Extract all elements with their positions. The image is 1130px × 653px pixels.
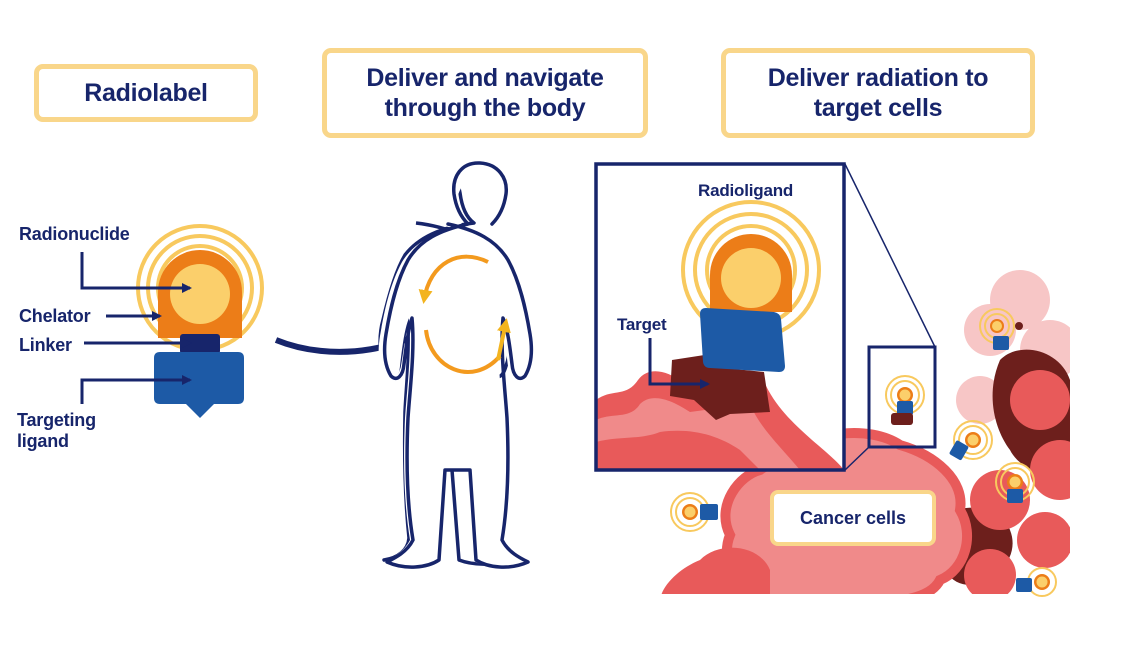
label-target: Target <box>617 315 667 334</box>
header-radiolabel: Radiolabel <box>34 64 258 122</box>
label-radioligand: Radioligand <box>698 181 794 200</box>
header-deliver-navigate-text: Deliver and navigate through the body <box>366 64 604 122</box>
body-outline <box>378 162 530 568</box>
label-pointers <box>80 252 192 404</box>
inset-radionuclide <box>721 248 781 308</box>
label-radionuclide: Radionuclide <box>19 224 130 244</box>
label-targeting-ligand: Targeting ligand <box>17 410 96 451</box>
zoom-indicator-box <box>867 345 937 449</box>
attached-radioligands <box>670 308 1057 597</box>
inset-frame <box>594 162 846 472</box>
inset-cancer-cell-core <box>596 430 760 470</box>
circulation-arrows <box>418 254 511 374</box>
inset-content <box>596 200 844 470</box>
inset-target-receptor <box>670 352 770 420</box>
body-outline-stroke <box>382 161 534 569</box>
radionuclide-sphere <box>170 264 230 324</box>
label-linker: Linker <box>19 335 72 355</box>
target-pointer <box>648 338 710 389</box>
zoom-connector-bottom <box>844 446 870 471</box>
targeting-ligand-shape <box>154 352 244 418</box>
header-deliver-radiation: Deliver radiation to target cells <box>721 48 1035 138</box>
header-deliver-radiation-text: Deliver radiation to target cells <box>767 64 989 122</box>
label-chelator: Chelator <box>19 306 91 326</box>
cancer-cells-label-box: Cancer cells <box>770 490 936 546</box>
header-radiolabel-text: Radiolabel <box>84 79 208 107</box>
header-deliver-navigate: Deliver and navigate through the body <box>322 48 648 138</box>
label-cancer-cells: Cancer cells <box>799 507 907 528</box>
left-cancer-cell <box>661 547 770 594</box>
inset-targeting-ligand <box>700 308 785 372</box>
radiolabel-molecule <box>136 224 264 418</box>
zoom-connector-top <box>844 163 936 348</box>
